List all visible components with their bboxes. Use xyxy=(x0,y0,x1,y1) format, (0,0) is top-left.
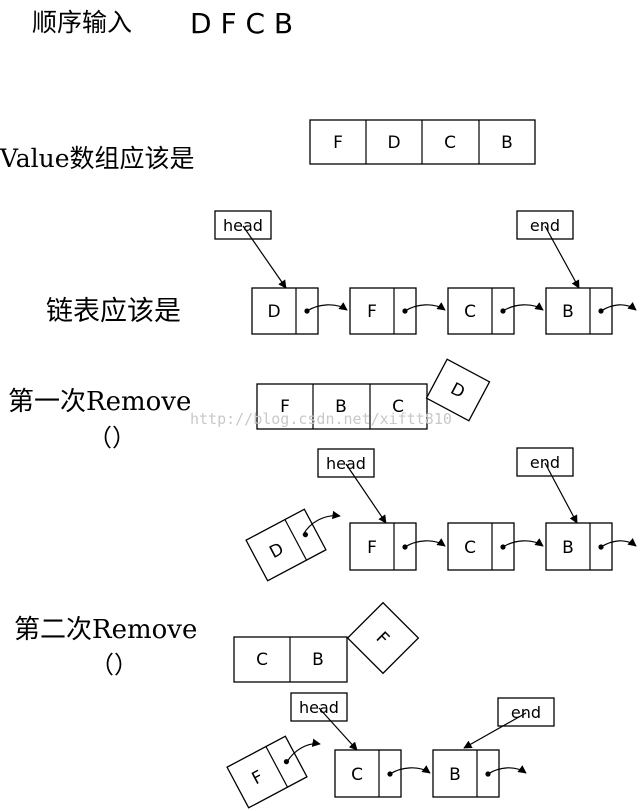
list-node: F xyxy=(349,522,446,571)
list-node: B xyxy=(432,749,527,798)
end-pointer-box: end xyxy=(516,210,574,240)
node-value: B xyxy=(562,538,574,558)
node-value: B xyxy=(562,302,574,322)
node-value: F xyxy=(367,538,377,558)
value-array-label: Value数组应该是 xyxy=(0,144,195,173)
head-label: head xyxy=(223,216,263,235)
head-pointer-box: head xyxy=(214,210,272,240)
head-label: head xyxy=(299,698,339,717)
remove2-end-box: end xyxy=(497,697,555,727)
array-cell: C xyxy=(392,397,404,417)
node-value: C xyxy=(464,302,476,322)
value-array-cell: D xyxy=(387,133,400,153)
head-arrow xyxy=(242,225,287,289)
remove1-removed-cell: D xyxy=(425,358,491,422)
remove1-end-box: end xyxy=(516,447,574,477)
remove2-end-arrow xyxy=(463,712,527,749)
remove1-end-arrow xyxy=(544,462,578,524)
remove1-removed-node-arrow xyxy=(302,510,341,536)
list-node: B xyxy=(545,522,637,571)
array-cell: C xyxy=(256,650,268,670)
list-node: B xyxy=(545,287,637,335)
remove1-head-box: head xyxy=(317,448,375,478)
remove1-removed-node: D xyxy=(245,508,327,582)
node-value: C xyxy=(464,538,476,558)
linked-list-label: 链表应该是 xyxy=(46,296,181,327)
remove2-removed-node: F xyxy=(226,735,308,809)
end-label: end xyxy=(530,453,560,472)
list-node: C xyxy=(447,287,544,335)
node-value: D xyxy=(267,302,280,322)
value-array-cell: B xyxy=(501,133,513,153)
value-array: F D C B xyxy=(309,119,536,165)
remove2-head-arrow xyxy=(318,707,358,751)
node-value: C xyxy=(351,765,363,785)
list-node: D xyxy=(251,287,348,335)
value-array-cell: C xyxy=(444,133,456,153)
node-value: F xyxy=(367,302,377,322)
array-cell: B xyxy=(335,397,347,417)
remove1-head-arrow xyxy=(345,463,387,524)
list-node: C xyxy=(334,749,431,798)
head-label: head xyxy=(326,454,366,473)
watermark: http://blog.csdn.net/xiftt810 xyxy=(190,410,452,428)
remove2-removed-cell: F xyxy=(346,601,420,675)
remove1-array: F B C xyxy=(256,383,428,430)
title-sequence: D F C B xyxy=(190,7,293,40)
remove2-array: C B xyxy=(233,636,348,683)
remove2-label-line2: （） xyxy=(90,651,138,679)
list-node: C xyxy=(447,522,544,571)
remove1-label-line2: （） xyxy=(88,424,136,452)
remove1-label-line1: 第一次Remove xyxy=(8,387,191,417)
end-arrow xyxy=(544,225,580,289)
remove2-head-box: head xyxy=(290,692,348,722)
value-array-cell: F xyxy=(333,133,343,153)
list-node: F xyxy=(349,287,446,335)
array-cell: F xyxy=(280,397,290,417)
node-value: B xyxy=(449,765,461,785)
array-cell: B xyxy=(312,650,324,670)
title-prefix: 顺序输入 xyxy=(32,8,132,37)
end-label: end xyxy=(530,216,560,235)
remove2-label-line1: 第二次Remove xyxy=(14,615,197,645)
remove2-removed-node-arrow xyxy=(286,738,321,763)
